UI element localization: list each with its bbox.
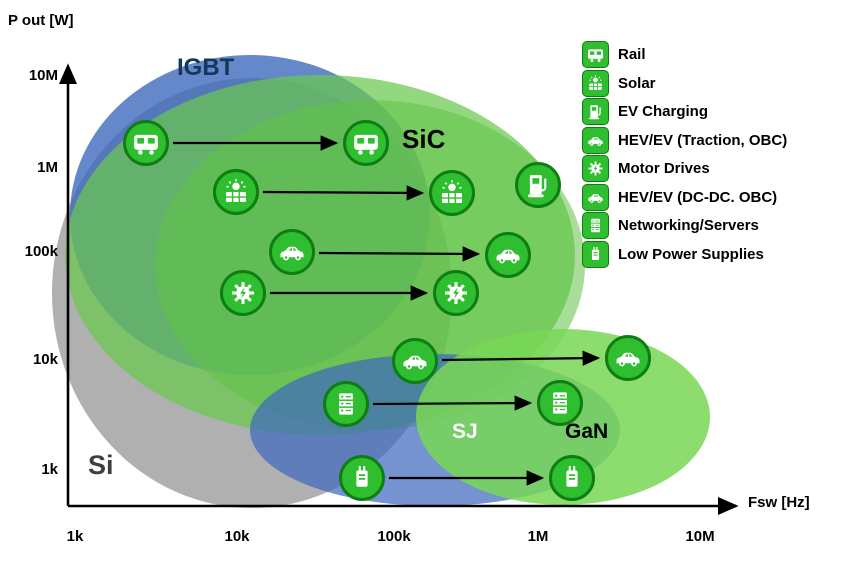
y-tick-100k: 100k	[24, 243, 58, 260]
region-label-gan: GaN	[565, 420, 609, 443]
networking-servers-icon	[582, 212, 609, 239]
hev-ev-dcdc-icon-from	[392, 338, 438, 384]
x-tick-10k: 10k	[224, 528, 250, 545]
region-label-igbt: IGBT	[177, 54, 235, 81]
hev-ev-traction-icon-from	[269, 229, 315, 275]
legend-item-hev-ev-traction: HEV/EV (Traction, OBC)	[582, 126, 788, 154]
legend-item-low-power-supplies: Low Power Supplies	[582, 240, 787, 268]
region-label-si: Si	[88, 450, 114, 480]
low-power-supplies-icon	[582, 240, 609, 268]
migration-arrow-networking	[372, 395, 533, 411]
legend-item-networking-servers: Networking/Servers	[582, 212, 787, 239]
hev-ev-traction-icon	[582, 126, 609, 154]
legend: Rail Solar EV Charging HEV/EV (Traction,…	[582, 41, 788, 268]
y-axis-label: P out [W]	[8, 12, 74, 29]
region-label-sic: SiC	[402, 124, 446, 154]
y-tick-1M: 1M	[37, 159, 58, 176]
legend-item-hev-ev-dcdc: HEV/EV (DC-DC. OBC)	[582, 183, 787, 211]
migration-arrow-hev-traction	[318, 246, 481, 262]
hev-ev-dcdc-icon-to	[605, 335, 651, 381]
networking-servers-icon-from	[323, 381, 369, 427]
motor-drives-icon-from	[220, 270, 266, 316]
ev-charging-icon-point	[515, 162, 561, 208]
solar-icon-from	[213, 169, 259, 215]
rail-icon-from	[123, 120, 169, 166]
x-tick-1k: 1k	[66, 528, 84, 545]
low-power-supplies-icon-from	[339, 455, 385, 501]
x-tick-1M: 1M	[527, 528, 549, 545]
legend-item-rail: Rail	[582, 41, 787, 68]
legend-label: Solar	[618, 74, 656, 92]
x-tick-10M: 10M	[685, 528, 715, 545]
migration-arrows	[173, 135, 601, 486]
legend-label: Low Power Supplies	[618, 245, 764, 263]
x-axis-label: Fsw [Hz]	[748, 494, 810, 511]
region-label-sj: SJ	[452, 420, 478, 443]
low-power-supplies-icon-to	[549, 455, 595, 501]
legend-label: HEV/EV (DC-DC. OBC)	[618, 188, 778, 206]
legend-label: HEV/EV (Traction, OBC)	[618, 131, 788, 149]
rail-icon-to	[343, 120, 389, 166]
motor-drives-icon-to	[433, 270, 479, 316]
legend-item-solar: Solar	[582, 69, 787, 97]
x-tick-100k: 100k	[377, 528, 411, 545]
legend-item-motor-drives: Motor Drives	[582, 155, 787, 182]
legend-label: Networking/Servers	[618, 217, 759, 234]
motor-drives-icon	[582, 155, 609, 182]
legend-label: Rail	[618, 46, 646, 63]
legend-label: EV Charging	[618, 103, 709, 120]
migration-arrow-solar	[262, 185, 425, 201]
solar-icon	[582, 69, 609, 97]
y-tick-1k: 1k	[41, 461, 58, 478]
hev-ev-dcdc-icon	[582, 183, 609, 211]
solar-icon-to	[429, 170, 475, 216]
y-tick-10M: 10M	[28, 67, 58, 84]
y-tick-10k: 10k	[32, 351, 58, 368]
ev-charging-icon	[582, 98, 609, 125]
legend-label: Motor Drives	[618, 160, 710, 177]
hev-ev-traction-icon-to	[485, 232, 531, 278]
legend-item-ev-charging: EV Charging	[582, 98, 787, 125]
migration-arrow-hev-dcdc	[441, 350, 601, 366]
networking-servers-icon-to	[537, 380, 583, 426]
rail-icon	[582, 41, 609, 68]
